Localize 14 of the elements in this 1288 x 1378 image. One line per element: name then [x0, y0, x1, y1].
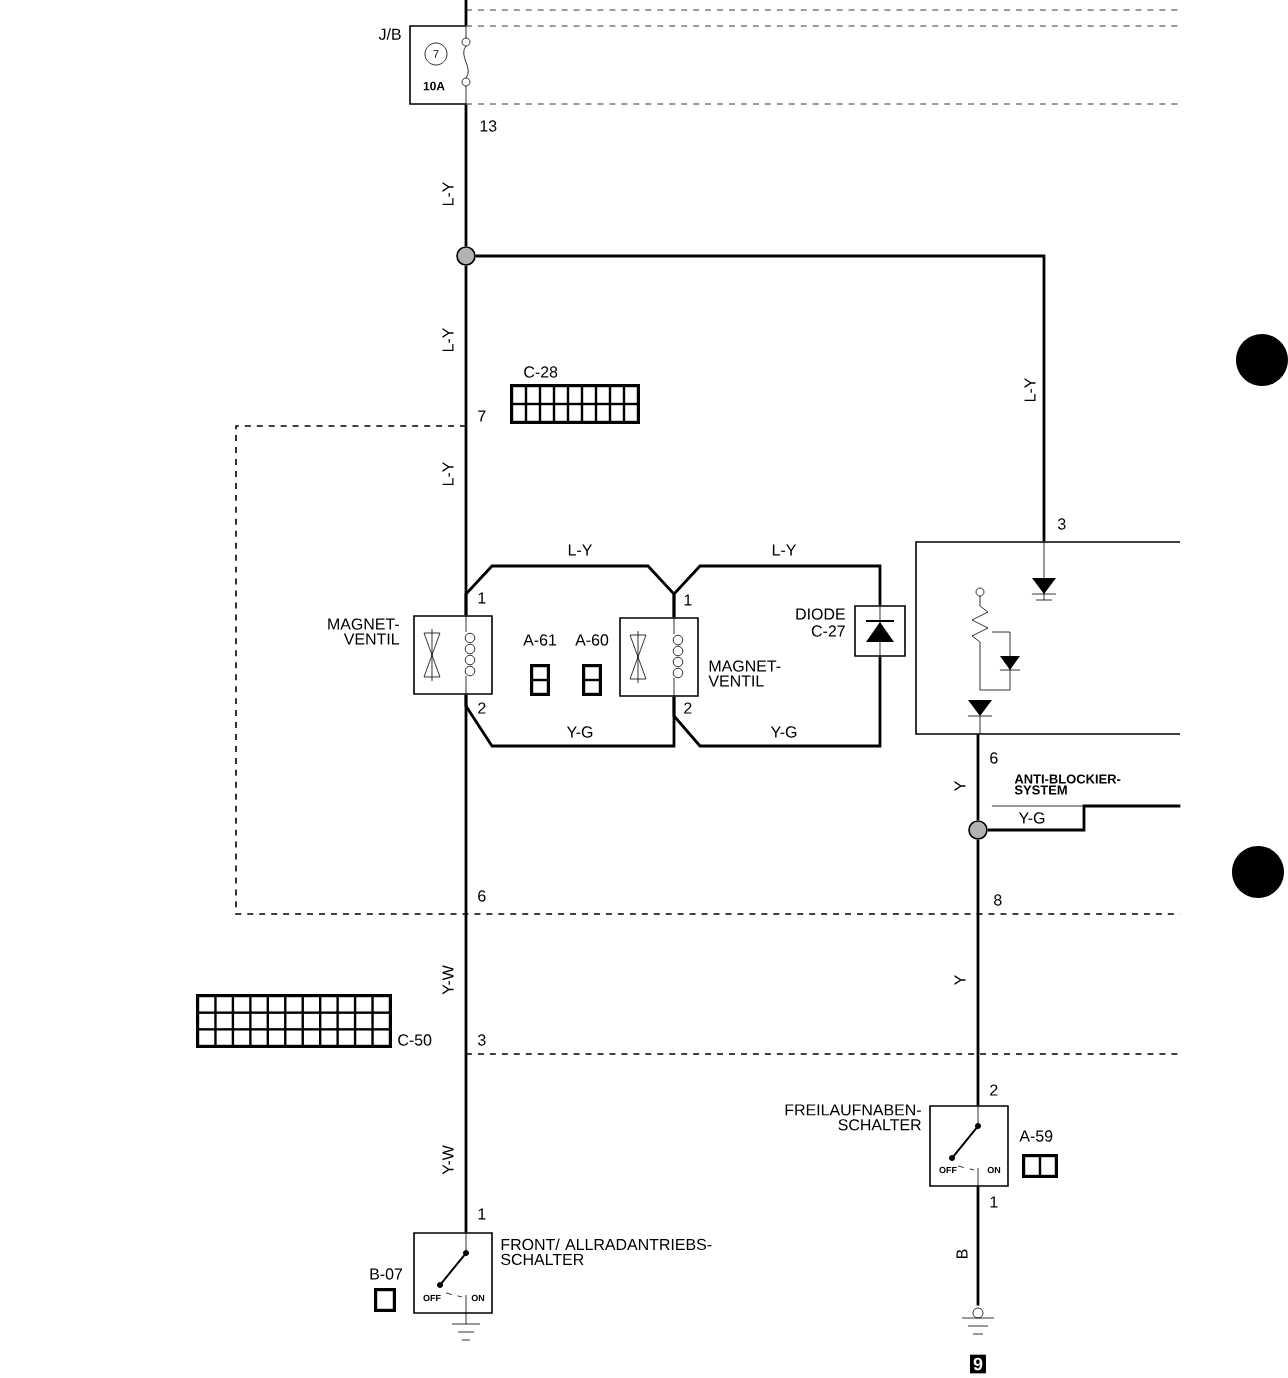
wire	[464, 564, 676, 618]
wire	[672, 564, 882, 618]
wire	[672, 656, 882, 748]
splice-point	[456, 246, 476, 266]
wire	[464, 104, 468, 247]
wire	[464, 694, 468, 1233]
ground-symbol	[961, 1307, 995, 1335]
wire	[976, 734, 980, 821]
wire	[475, 254, 1046, 542]
wire	[976, 1186, 980, 1306]
wire	[987, 804, 1181, 832]
splice-point	[968, 820, 988, 840]
wire	[976, 839, 980, 1106]
wire	[464, 0, 468, 26]
